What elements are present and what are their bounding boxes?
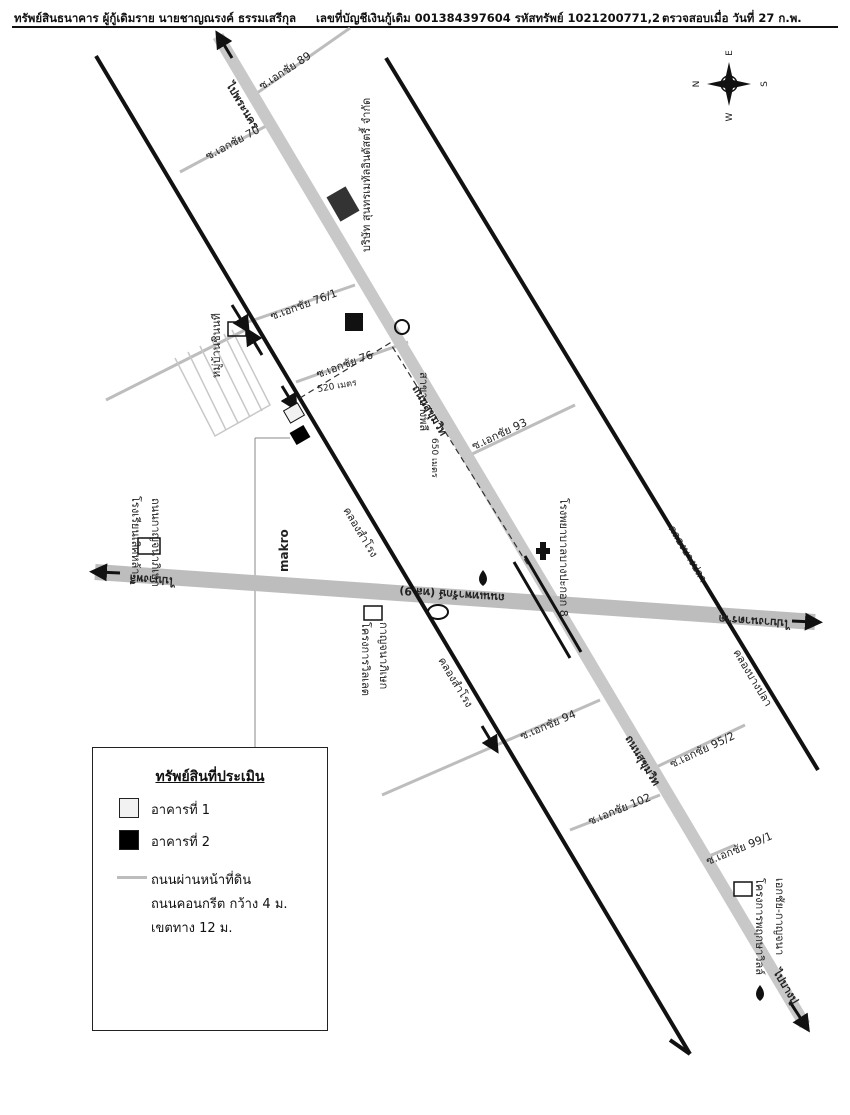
label-village: หมู่บ้านชินนที: [210, 313, 223, 378]
label-project-villette-2: กาญจนาภิเษก: [377, 622, 390, 689]
project-house-icon: [363, 605, 383, 621]
canal-bangpla: [384, 56, 820, 772]
label-soi-76-1: ซ.เอกชัย 76/1: [269, 287, 339, 323]
label-soi-70: ซ.เอกชัย 70: [203, 123, 262, 162]
bridge-marker: [512, 555, 583, 659]
sukhumvit-road: [212, 32, 811, 1029]
legend-road-label: ถนนผ่านหน้าที่ดิน: [151, 873, 252, 888]
header-divider: [12, 26, 838, 28]
legend-concrete-label: ถนนคอนกรีต กว้าง 4 ม.: [151, 897, 288, 912]
legend-swatch-2: [119, 830, 139, 850]
route-to-property: [299, 342, 529, 566]
owner-text: ทรัพย์สินธนาคาร ผู้กู้เดิมราย นายชาญณรงค…: [14, 11, 297, 25]
theparak-road: [94, 564, 816, 630]
label-to-bangplee: ไปบางพลี: [129, 572, 177, 589]
page-header: ทรัพย์สินธนาคาร ผู้กู้เดิมราย นายชาญณรงค…: [14, 6, 836, 28]
compass-s: S: [760, 81, 770, 87]
factory-icon: [326, 186, 360, 222]
legend-swatch-1: [119, 798, 139, 818]
compass-w: W: [725, 112, 735, 121]
legend-road-swatch: [117, 876, 147, 879]
bank-logo-icon: [345, 313, 363, 331]
map-legend: ทรัพย์สินที่ประเมิน อาคารที่ 1 อาคารที่ …: [92, 747, 328, 1031]
legend-building-1-label: อาคารที่ 1: [151, 803, 211, 818]
label-soi-94: ซ.เอกชัย 94: [518, 708, 578, 743]
legend-building-2-label: อาคารที่ 2: [151, 835, 211, 850]
label-canal-bangpla-2: คลองบางปลา: [730, 647, 774, 709]
bank-branch-icon: [394, 319, 410, 335]
label-project-pruksa: โครงการพฤกษาวิลล์: [753, 878, 767, 975]
account-text: เลขที่บัญชีเงินกู้เดิม 001384397604 รหัส…: [316, 11, 660, 25]
label-to-bangna: ไปบางนาตราด: [718, 612, 792, 631]
school-icon: [137, 537, 161, 555]
label-school: โรงเรียนเลิศหล้า: [129, 496, 143, 574]
soi-95-2-line: [649, 723, 746, 772]
compass-n: N: [692, 81, 702, 88]
label-canal-bangpla-1: คลองบางปลา: [665, 523, 709, 585]
canal-samrong: [94, 54, 692, 1056]
minor-roads: [105, 26, 746, 862]
checked-date-text: ตรวจสอบเมื่อ วันที่ 27 ก.พ.: [662, 11, 802, 25]
soi-76-line: [295, 340, 409, 384]
label-soi-76: ซ.เอกชัย 76: [315, 348, 375, 381]
village-grid: [174, 329, 271, 438]
gas-station-icon: [479, 570, 487, 586]
compass-e: E: [725, 50, 735, 56]
label-650m: 650 เมตร: [429, 438, 439, 478]
gas-station-icon-2: [756, 985, 764, 1001]
soi-93-line: [469, 403, 576, 457]
label-canal-samrong-1: คลองสำโรง: [340, 504, 381, 559]
label-soi-95-2: ซ.เอกชัย 95/2: [668, 729, 737, 770]
label-soi-89: ซ.เอกชัย 89: [257, 49, 314, 92]
label-hospital: โรงพยาบาลบางปะกอก 8: [557, 498, 571, 617]
soi-89-line: [249, 26, 351, 100]
village-road-line: [105, 328, 246, 402]
label-soi-93: ซ.เอกชัย 93: [470, 416, 529, 453]
legend-title: ทรัพย์สินที่ประเมิน: [155, 769, 265, 785]
soi-102-line: [569, 793, 661, 832]
label-bank: สาขาบางพลี: [417, 372, 430, 431]
label-soi-102: ซ.เอกชัย 102: [586, 791, 652, 828]
label-school-road: ถนนกาญจนาภิเษก: [149, 498, 162, 587]
label-project-villette: โครงการวิลเลต: [359, 622, 373, 696]
legend-rightofway-label: เขตทาง 12 ม.: [151, 921, 233, 936]
hospital-cross-icon: [536, 542, 550, 560]
toyota-logo-icon: [427, 604, 449, 620]
label-520m: 520 เมตร: [317, 378, 358, 395]
label-soi-99-1: ซ.เอกชัย 99/1: [704, 829, 774, 867]
soi-76-1-line: [247, 283, 356, 324]
building-1: [282, 402, 306, 424]
label-project-pruksa-2: เอกชัย-กาญจนา: [773, 878, 786, 955]
building-2: [289, 424, 311, 446]
compass-rose: E W N S: [692, 50, 770, 122]
village-house-icon: [227, 321, 247, 337]
label-company: บริษัท สุนทรเมทัลอินดัสตรี้ จำกัด: [358, 98, 373, 252]
project-house-icon-2: [733, 881, 753, 897]
label-makro: makro: [277, 529, 291, 572]
soi-70-line: [179, 123, 269, 174]
